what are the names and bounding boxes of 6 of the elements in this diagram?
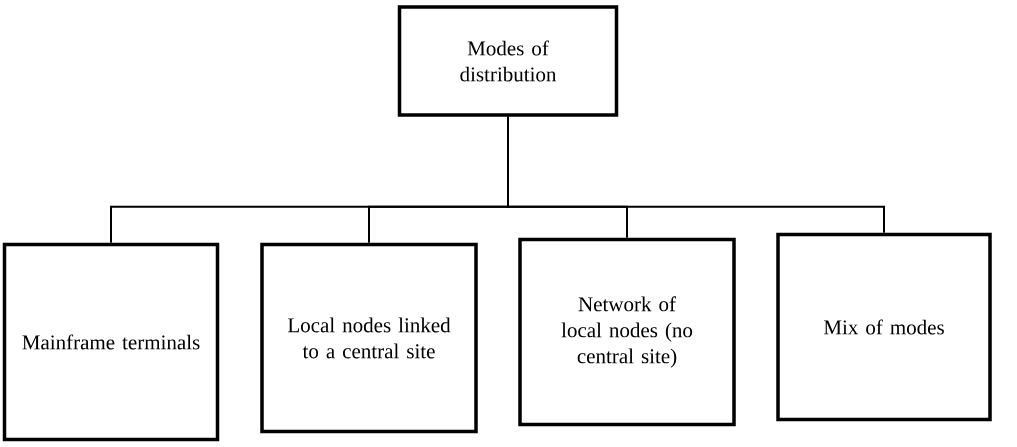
process-box: Network of local nodes (no central site) [518, 237, 736, 427]
process-box: Local nodes linked to a central site [260, 242, 478, 434]
process-box: Mix of modes [776, 232, 992, 422]
process-box: Mainframe terminals [2, 242, 220, 442]
process-box: Modes of distribution [397, 5, 619, 117]
connector-line [507, 115, 885, 234]
